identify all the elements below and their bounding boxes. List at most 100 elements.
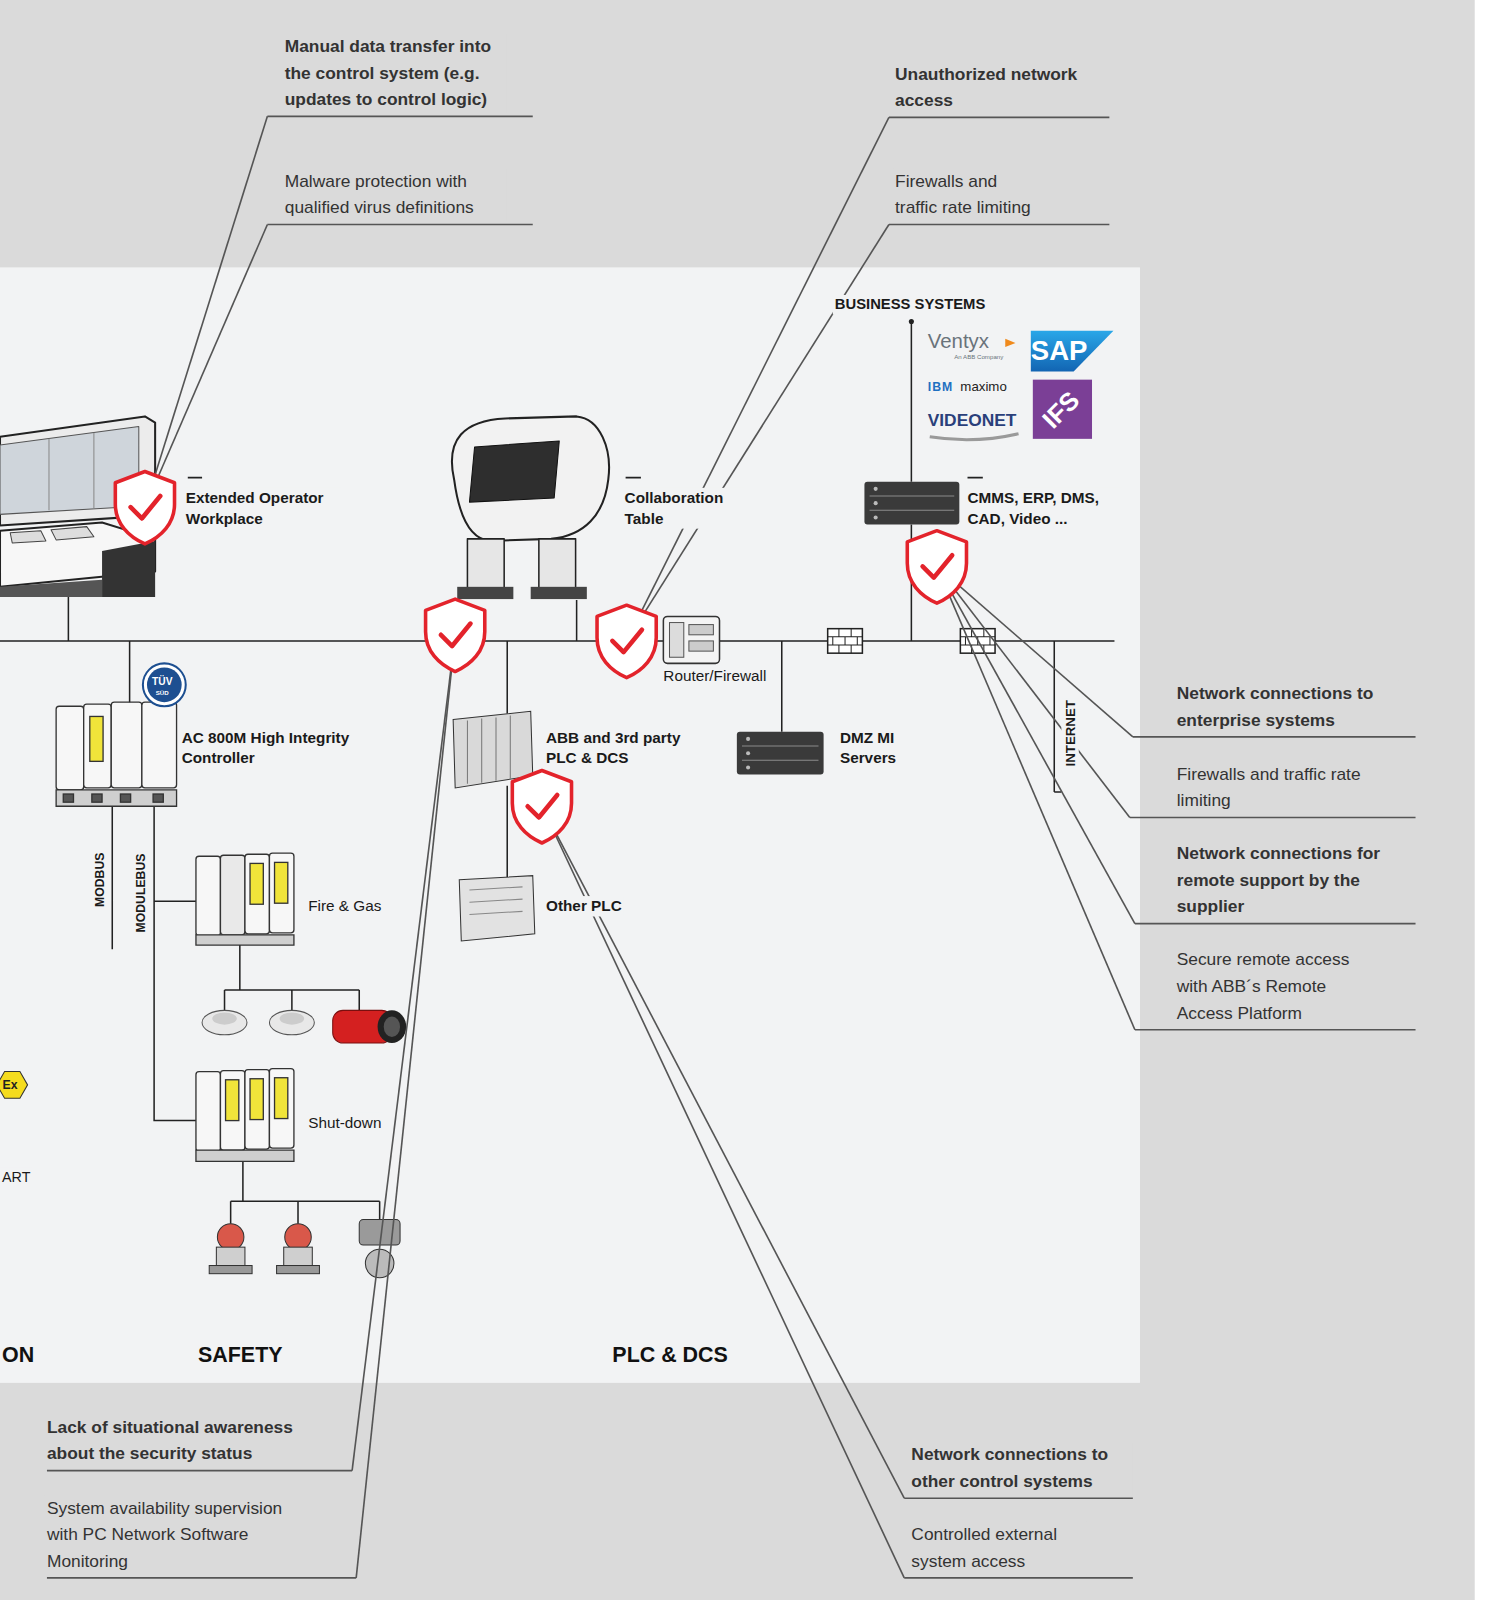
valve	[209, 1220, 400, 1278]
vendor-logo	[930, 434, 1019, 440]
callout-underline	[267, 224, 532, 226]
security-shield	[528, 795, 558, 817]
fire-gas-module	[250, 863, 263, 904]
logo-text: VIDEONET	[926, 409, 1019, 431]
leader-line	[145, 116, 267, 507]
valve	[277, 1266, 320, 1274]
security-shield	[907, 531, 966, 603]
shutdown-module	[269, 1069, 293, 1149]
wire-dot	[909, 319, 914, 324]
security-shield	[115, 472, 174, 544]
security-shield	[512, 771, 571, 843]
security-shield	[923, 555, 953, 577]
collaboration-table	[467, 539, 504, 588]
logo-text: SAP	[1029, 333, 1090, 369]
controller-module	[142, 702, 177, 788]
flame-detector	[333, 1010, 406, 1043]
ex-mark: Ex	[1, 1078, 20, 1092]
leader-line	[145, 225, 267, 508]
shutdown-module	[220, 1071, 244, 1151]
valve	[217, 1224, 244, 1251]
certification-badge	[143, 663, 186, 706]
controller-module	[120, 794, 130, 802]
controller-module	[56, 702, 176, 806]
firewall-icon	[828, 629, 863, 653]
shutdown-module	[196, 1069, 294, 1162]
router	[669, 623, 683, 658]
gas-detector	[280, 1012, 304, 1024]
plc-rack	[467, 715, 510, 783]
leader-line	[356, 635, 455, 1578]
gas-detector	[269, 1010, 314, 1034]
logo-text: IBM	[926, 379, 956, 395]
leader-line	[542, 806, 904, 1498]
callout-underline	[1130, 817, 1416, 819]
controller-module	[56, 790, 176, 806]
leader-line	[937, 566, 1130, 817]
bus-name: MODBUS	[91, 850, 107, 909]
flame-detector	[384, 1016, 400, 1036]
fire-gas-module	[196, 856, 220, 936]
server	[874, 487, 878, 491]
logo-text: Ventyx	[926, 328, 991, 355]
logo-text: An ABB Company	[952, 353, 1005, 361]
diagram-panel	[0, 267, 1140, 1382]
device-label: AC 800M High Integrity Controller	[180, 728, 368, 769]
network-wire	[225, 944, 360, 1010]
device-label: CMMS, ERP, DMS, CAD, Video ...	[965, 488, 1122, 529]
callout-text: Controlled external system access	[909, 1522, 1087, 1575]
callout-underline	[47, 1577, 356, 1579]
vendor-logo	[1005, 339, 1015, 347]
section-heading: SAFETY	[196, 1342, 285, 1369]
callout-underline	[267, 116, 532, 118]
network-wire	[112, 806, 196, 1120]
router	[689, 641, 713, 651]
router	[663, 616, 719, 663]
certification-badge	[147, 667, 182, 702]
valve	[284, 1247, 313, 1265]
section-heading: PLC & DCS	[610, 1342, 730, 1369]
flame-detector	[378, 1010, 407, 1043]
shutdown-module	[250, 1079, 263, 1120]
security-shield	[597, 605, 656, 677]
router	[689, 625, 713, 635]
callout-text: System availability supervision with PC …	[45, 1495, 302, 1575]
leader-line	[937, 566, 1135, 1029]
security-shield	[907, 531, 966, 603]
callout-text: Unauthorized network access	[893, 61, 1101, 114]
gas-detector	[212, 1012, 236, 1024]
callout-text: Firewalls and traffic rate limiting	[1175, 761, 1383, 814]
gas-detector	[202, 1010, 314, 1034]
server	[737, 482, 959, 775]
collaboration-table	[469, 441, 559, 502]
fire-gas-module	[196, 853, 294, 945]
callout-text: Firewalls and traffic rate limiting	[893, 168, 1041, 221]
callout-underline	[1135, 1029, 1416, 1031]
callout-text: Network connections to other control sys…	[909, 1442, 1133, 1495]
plc-rack	[459, 876, 535, 941]
fire-gas-module	[245, 854, 269, 934]
security-shield	[426, 599, 485, 671]
network-wire	[68, 321, 911, 877]
server	[864, 482, 959, 525]
vendor-logo	[1033, 380, 1092, 439]
controller-module	[92, 794, 102, 802]
plc-rack	[469, 887, 522, 915]
router	[663, 616, 719, 663]
leader-line	[352, 635, 455, 1471]
security-shield	[512, 771, 571, 843]
badge-text: TÜV	[150, 675, 174, 686]
gas-detector	[202, 1010, 247, 1034]
logo-text: maximo	[958, 378, 1009, 395]
security-shield	[597, 605, 656, 677]
leader-line	[627, 117, 889, 641]
operator-workplace	[10, 527, 94, 543]
device-label: Other PLC	[544, 896, 624, 916]
device-label: ABB and 3rd party PLC & DCS	[544, 728, 701, 769]
server	[874, 515, 878, 519]
controller-module	[153, 794, 163, 802]
shutdown-module	[196, 1072, 220, 1152]
server	[874, 501, 878, 505]
